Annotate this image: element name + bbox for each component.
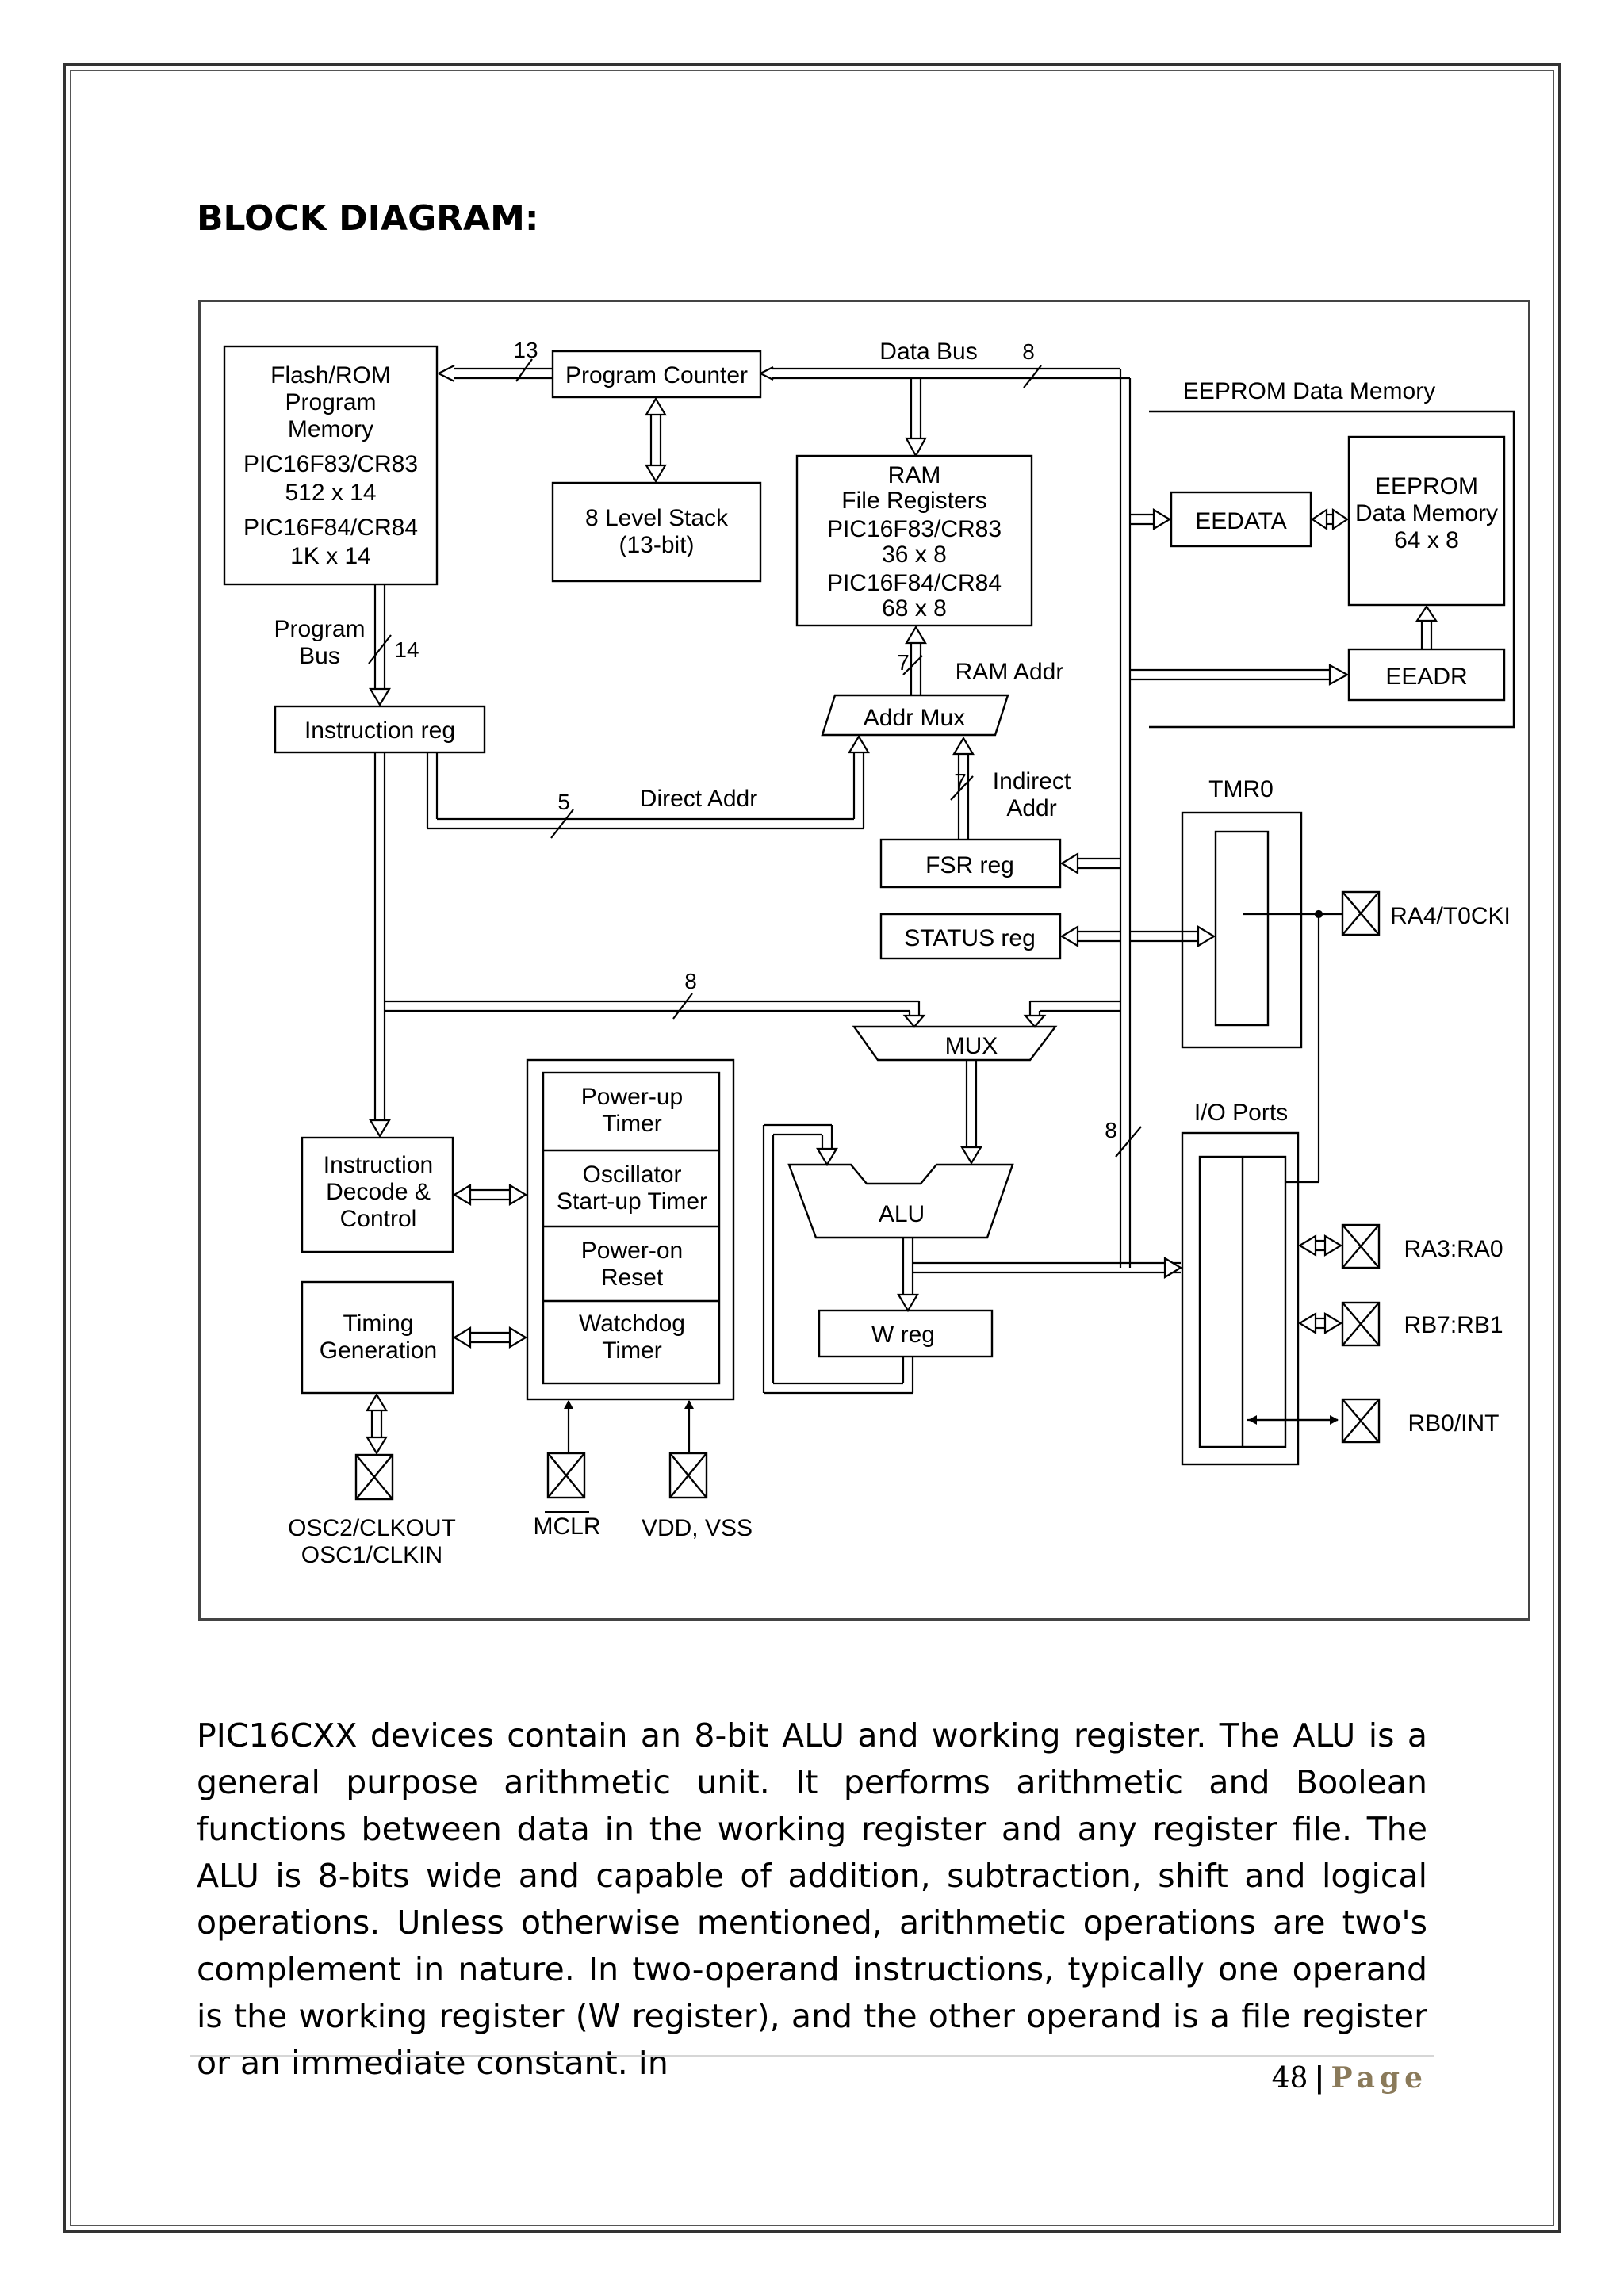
tmr0-inner-box — [1214, 830, 1270, 1027]
width-mux-bus: 8 — [684, 969, 697, 993]
width-pc: 13 — [513, 338, 538, 362]
program-counter-label: Program Counter — [565, 362, 748, 388]
power-up-line-2: Timer — [602, 1111, 662, 1137]
eeprom-line-2: Data Memory — [1355, 500, 1498, 526]
width-indirect-addr: 7 — [954, 769, 967, 794]
osc-start-line-2: Start-up Timer — [557, 1188, 707, 1215]
flash-line-4: PIC16F83/CR83 — [243, 451, 418, 477]
io-ports-outer-box — [1181, 1131, 1300, 1466]
pin-vdd — [668, 1452, 708, 1499]
tmr0-label: TMR0 — [1208, 776, 1274, 802]
mux-label: MUX — [945, 1033, 998, 1059]
page-footer: 48|Page — [1272, 2061, 1427, 2095]
rb0-label: RB0/INT — [1408, 1410, 1499, 1437]
pin-ra4 — [1341, 890, 1381, 936]
pin-rb7 — [1341, 1301, 1381, 1347]
mclr-label: MCLR — [533, 1513, 600, 1540]
eeprom-line-3: 64 x 8 — [1394, 527, 1459, 553]
ra3-label: RA3:RA0 — [1404, 1236, 1503, 1262]
pin-ra3 — [1341, 1223, 1381, 1269]
program-bus-line-2: Bus — [299, 643, 340, 669]
flash-line-6: PIC16F84/CR84 — [243, 515, 418, 541]
eeprom-group-title: EEPROM Data Memory — [1183, 378, 1435, 404]
page-border-inner — [70, 70, 1554, 2226]
page-border-outer — [63, 63, 1561, 2233]
decode-line-3: Control — [340, 1206, 417, 1232]
mux-shape — [852, 1025, 1058, 1062]
power-on-line-2: Reset — [601, 1265, 664, 1291]
ram-addr-label: RAM Addr — [956, 659, 1064, 685]
pin-rb0 — [1341, 1398, 1381, 1444]
decode-line-2: Decode & — [326, 1179, 431, 1205]
eeadr-label: EEADR — [1385, 664, 1467, 690]
ram-line-3: PIC16F83/CR83 — [827, 516, 1002, 542]
direct-addr-label: Direct Addr — [640, 786, 757, 812]
ram-line-4: 36 x 8 — [882, 541, 947, 568]
eeprom-box — [1347, 435, 1506, 607]
indirect-addr-line-2: Addr — [1006, 795, 1056, 821]
stack-box — [551, 481, 762, 583]
fsr-label: FSR reg — [925, 852, 1014, 878]
flash-line-5: 512 x 14 — [285, 480, 376, 506]
stack-line-1: 8 Level Stack — [585, 505, 729, 531]
watchdog-line-2: Timer — [602, 1337, 662, 1364]
osc-pin-line-1: OSC2/CLKOUT — [288, 1515, 456, 1541]
flash-line-3: Memory — [288, 416, 373, 442]
body-paragraph: PIC16CXX devices contain an 8-bit ALU an… — [197, 1716, 1427, 2082]
page-number: 48 — [1271, 2062, 1308, 2095]
osc-pin-line-2: OSC1/CLKIN — [301, 1542, 442, 1568]
indirect-addr-line-1: Indirect — [993, 768, 1071, 794]
alu-shape — [787, 1163, 1014, 1239]
eedata-label: EEDATA — [1195, 508, 1287, 534]
watchdog-line-1: Watchdog — [579, 1311, 685, 1337]
ram-line-6: 68 x 8 — [882, 595, 947, 622]
flash-program-memory-box — [223, 345, 439, 586]
ram-line-2: File Registers — [841, 488, 986, 514]
rb7-label: RB7:RB1 — [1404, 1312, 1503, 1338]
tmr0-outer-box — [1181, 811, 1303, 1049]
ram-line-1: RAM — [888, 462, 941, 488]
io-ports-label: I/O Ports — [1194, 1100, 1288, 1126]
instruction-reg-label: Instruction reg — [304, 718, 455, 744]
block-diagram-svg: Flash/ROM Program Memory PIC16F83/CR83 5… — [223, 338, 1515, 1568]
flash-line-2: Program — [285, 389, 376, 415]
block-diagram-figure: Flash/ROM Program Memory PIC16F83/CR83 5… — [198, 300, 1530, 1621]
stack-line-2: (13-bit) — [619, 532, 694, 558]
flash-line-1: Flash/ROM — [270, 362, 391, 388]
page-word: Page — [1331, 2061, 1427, 2095]
data-bus-label: Data Bus — [879, 339, 977, 365]
addr-mux-label: Addr Mux — [864, 705, 965, 731]
footer-separator: | — [1314, 2061, 1325, 2095]
addr-mux-shape — [821, 694, 1009, 737]
alu-label: ALU — [879, 1201, 925, 1227]
w-reg-box — [818, 1309, 994, 1358]
width-program-bus: 14 — [394, 637, 419, 662]
timing-line-2: Generation — [320, 1337, 437, 1364]
width-io-bus: 8 — [1105, 1118, 1117, 1142]
status-label: STATUS reg — [904, 925, 1036, 951]
flash-line-7: 1K x 14 — [290, 543, 371, 569]
vdd-vss-label: VDD, VSS — [642, 1515, 753, 1541]
decode-line-1: Instruction — [324, 1152, 433, 1178]
footer-rule — [190, 2055, 1434, 2057]
ram-file-registers-box — [795, 454, 1033, 627]
power-on-line-1: Power-on — [581, 1238, 683, 1264]
pin-osc — [354, 1453, 394, 1501]
width-ram-addr: 7 — [897, 650, 910, 675]
width-data-bus: 8 — [1022, 339, 1035, 364]
timers-outer-box — [526, 1058, 735, 1401]
osc-start-line-1: Oscillator — [582, 1161, 681, 1188]
ra4-label: RA4/T0CKI — [1390, 903, 1511, 929]
pin-mclr — [546, 1452, 586, 1499]
section-heading: BLOCK DIAGRAM: — [197, 198, 539, 239]
w-reg-label: W reg — [871, 1322, 935, 1348]
power-up-line-1: Power-up — [581, 1084, 683, 1110]
timers-inner-box — [542, 1071, 721, 1385]
program-bus-line-1: Program — [274, 616, 365, 642]
eeprom-line-1: EEPROM — [1375, 473, 1478, 499]
width-direct-addr: 5 — [557, 790, 570, 814]
timing-line-1: Timing — [343, 1311, 414, 1337]
ram-line-5: PIC16F84/CR84 — [827, 570, 1002, 596]
